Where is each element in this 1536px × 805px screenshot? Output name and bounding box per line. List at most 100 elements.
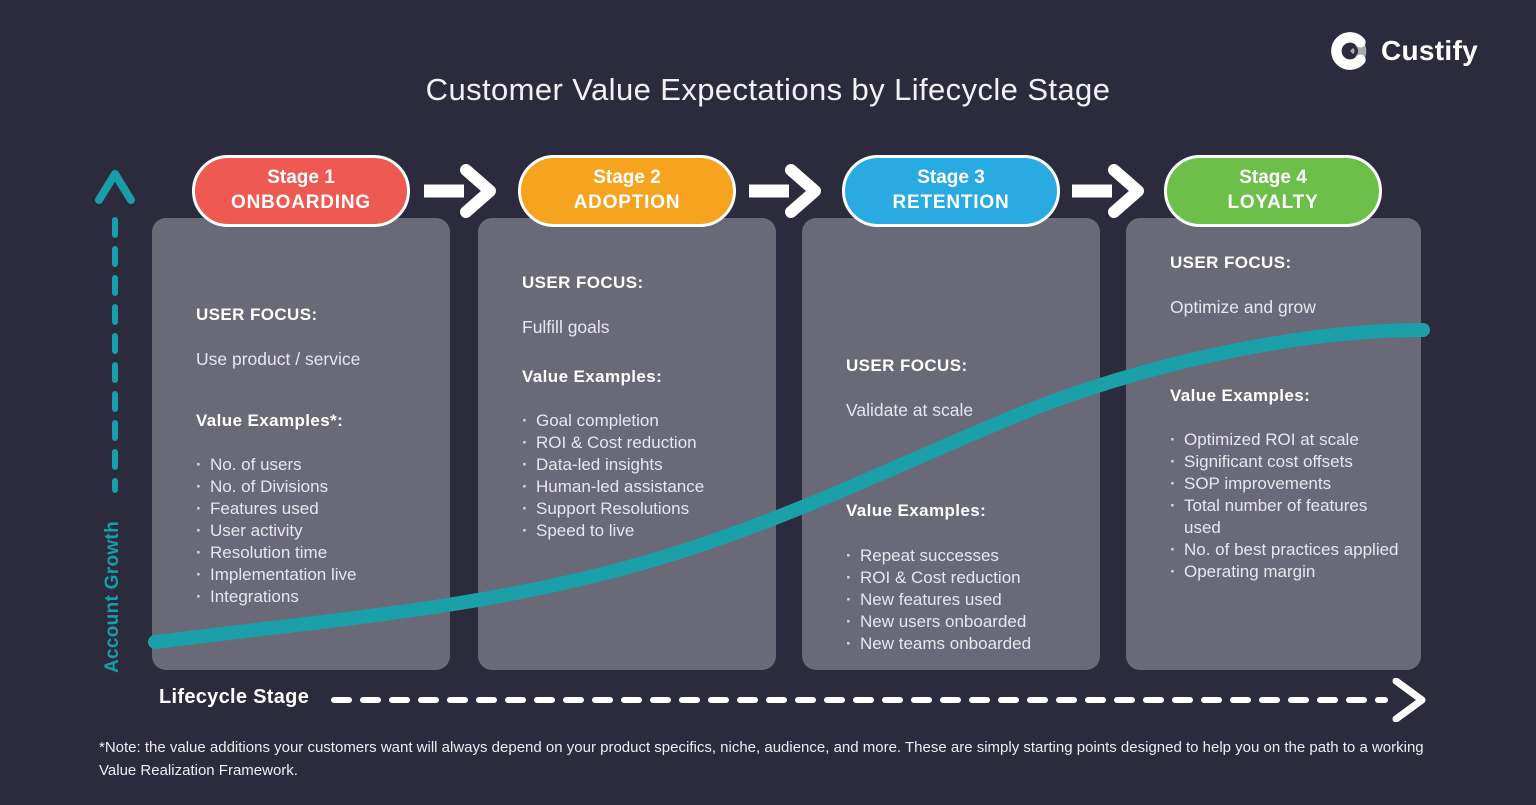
value-example-text: Features used <box>210 498 319 518</box>
stage-panel-adoption: USER FOCUS: Fulfill goals Value Examples… <box>478 218 776 670</box>
stage-pill-loyalty: Stage 4 LOYALTY <box>1164 155 1382 227</box>
value-example-text: No. of best practices applied <box>1184 539 1399 559</box>
bullet-dot-icon: · <box>1170 451 1176 471</box>
value-example-item: · New users onboarded <box>846 611 1080 633</box>
stage-pill-onboarding: Stage 1 ONBOARDING <box>192 155 410 227</box>
stage-name: RETENTION <box>892 192 1010 213</box>
bullet-dot-icon: · <box>522 498 528 518</box>
user-focus-label: USER FOCUS: <box>196 305 318 324</box>
value-example-text: Total number of features used <box>1184 495 1368 537</box>
value-example-text: New users onboarded <box>860 611 1027 631</box>
lifecycle-stage-axis <box>331 678 1426 722</box>
value-example-text: Data-led insights <box>536 454 663 474</box>
bullet-dot-icon: · <box>846 567 852 587</box>
account-growth-axis <box>95 170 135 493</box>
value-example-item: · Total number of features used <box>1170 495 1401 539</box>
bullet-dot-icon: · <box>846 589 852 609</box>
value-example-item: · Repeat successes <box>846 545 1080 567</box>
value-example-text: ROI & Cost reduction <box>536 432 697 452</box>
stage-arrow-icon <box>424 164 496 218</box>
value-examples-label: Value Examples: <box>846 501 987 520</box>
value-example-text: Optimized ROI at scale <box>1184 430 1359 449</box>
value-examples-list: ·Repeat successes·ROI & Cost reduction·N… <box>846 545 1080 655</box>
value-example-text: Implementation live <box>210 564 357 584</box>
bullet-dot-icon: · <box>522 520 528 540</box>
page-title: Customer Value Expectations by Lifecycle… <box>425 72 1111 107</box>
value-example-text: No. of users <box>210 455 302 474</box>
value-example-item: · Data-led insights <box>522 454 756 476</box>
value-example-item: ·Resolution time <box>196 542 430 564</box>
stage-name: LOYALTY <box>1227 192 1319 213</box>
value-examples-label: Value Examples: <box>522 367 663 386</box>
user-focus-text: Fulfill goals <box>522 317 610 337</box>
value-example-item: · Support Resolutions <box>522 498 756 520</box>
bullet-dot-icon: · <box>1170 561 1176 581</box>
value-example-text: Support Resolutions <box>536 498 690 518</box>
stage-number: Stage 4 <box>1239 167 1307 189</box>
value-example-item: · Significant cost offsets <box>1170 451 1401 473</box>
bullet-dot-icon: · <box>196 520 202 540</box>
bullet-dot-icon: · <box>1170 473 1176 493</box>
value-example-item: · ROI & Cost reduction <box>846 567 1080 589</box>
stage-name: ONBOARDING <box>231 192 371 213</box>
bullet-dot-icon: · <box>1170 430 1176 449</box>
value-example-item: ·No. of Divisions <box>196 476 430 498</box>
value-example-item: · No. of best practices applied <box>1170 539 1401 561</box>
stage-name: ADOPTION <box>573 192 681 213</box>
stage-panel-retention: USER FOCUS: Validate at scale Value Exam… <box>802 218 1100 670</box>
bullet-dot-icon: · <box>522 432 528 452</box>
value-example-item: · Goal completion <box>522 410 756 432</box>
value-example-text: Operating margin <box>1184 561 1316 581</box>
stage-pill-adoption: Stage 2 ADOPTION <box>518 155 736 227</box>
bullet-dot-icon: · <box>196 564 202 584</box>
value-example-item: · Optimized ROI at scale <box>1170 429 1401 451</box>
value-example-text: Significant cost offsets <box>1184 451 1353 471</box>
value-examples-list: ·No. of users·No. of Divisions·Features … <box>196 454 430 607</box>
bullet-dot-icon: · <box>522 454 528 474</box>
lifecycle-stage-label: Lifecycle Stage <box>159 686 310 708</box>
value-example-text: New teams onboarded <box>860 633 1032 653</box>
bullet-dot-icon: · <box>196 455 202 474</box>
value-example-item: · SOP improvements <box>1170 473 1401 495</box>
footnote: *Note: the value additions your customer… <box>99 739 1424 780</box>
user-focus-text: Optimize and grow <box>1170 297 1316 317</box>
user-focus-label: USER FOCUS: <box>1170 253 1292 272</box>
value-example-item: ·Features used <box>196 498 430 520</box>
value-examples-list: · Goal completion · ROI & Cost reduction · Da… <box>522 410 756 542</box>
bullet-dot-icon: · <box>522 476 528 496</box>
value-example-text: Goal completion <box>536 411 659 430</box>
stage-number: Stage 2 <box>593 167 661 189</box>
bullet-dot-icon: · <box>196 476 202 496</box>
value-examples-label: Value Examples: <box>1170 386 1311 405</box>
stage-arrow-icon <box>749 164 821 218</box>
value-example-text: ROI & Cost reduction <box>860 567 1021 587</box>
bullet-dot-icon: · <box>1170 495 1176 515</box>
value-example-item: ·New teams onboarded <box>846 633 1080 655</box>
user-focus-text: Validate at scale <box>846 400 974 420</box>
value-example-text: Repeat successes <box>860 546 999 565</box>
value-examples-list: · Optimized ROI at scale · Significant cost… <box>1170 429 1401 582</box>
bullet-dot-icon: · <box>522 411 528 430</box>
bullet-dot-icon: · <box>196 542 202 562</box>
value-example-text: SOP improvements <box>1184 473 1332 493</box>
bullet-dot-icon: · <box>846 546 852 565</box>
value-example-item: ·Human-led assistance <box>522 476 756 498</box>
stage-panel-onboarding: USER FOCUS: Use product / service Value … <box>152 218 450 670</box>
bullet-dot-icon: · <box>1170 539 1176 559</box>
value-example-item: · Speed to live <box>522 520 756 542</box>
value-example-text: Speed to live <box>536 520 635 540</box>
value-example-item: · Operating margin <box>1170 561 1401 583</box>
bullet-dot-icon: · <box>846 611 852 631</box>
custify-logo: Custify <box>1329 30 1478 72</box>
user-focus-text: Use product / service <box>196 349 361 369</box>
value-example-item: ·New features used <box>846 589 1080 611</box>
custify-logo-text: Custify <box>1381 35 1478 66</box>
value-examples-label: Value Examples*: <box>196 411 344 430</box>
value-example-item: ·User activity <box>196 520 430 542</box>
value-example-item: · Implementation live <box>196 564 430 586</box>
right-arrow-icon <box>1392 678 1426 722</box>
bullet-dot-icon: · <box>196 586 202 606</box>
stage-panel-loyalty: USER FOCUS: Optimize and grow Value Exam… <box>1126 218 1421 670</box>
stage-number: Stage 3 <box>917 167 985 189</box>
